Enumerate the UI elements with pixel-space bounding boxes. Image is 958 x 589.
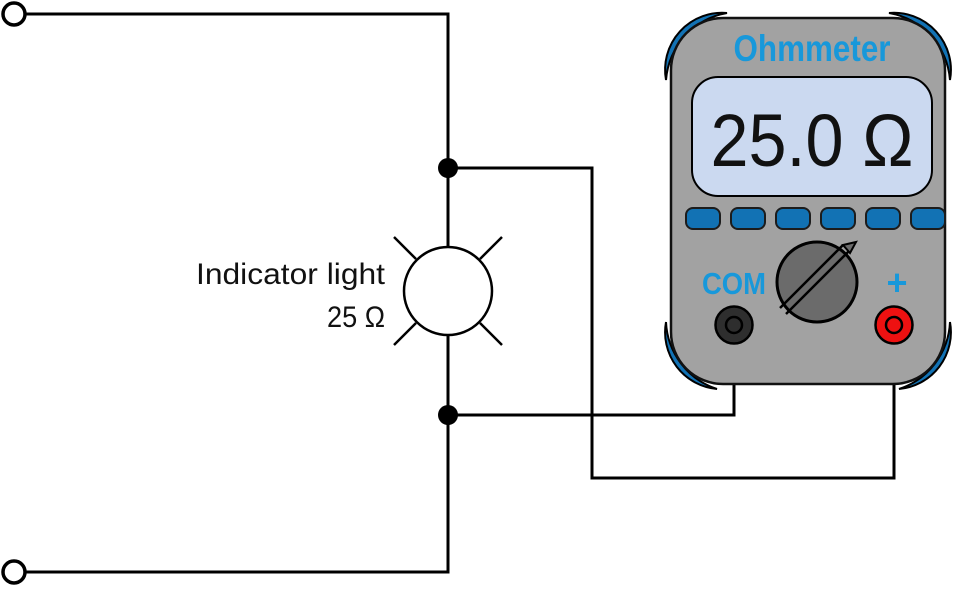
meter-dial-slot-upper	[779, 244, 844, 309]
positive-jack-inner-ring	[884, 315, 904, 335]
lamp-ray-top-right	[479, 236, 503, 260]
lamp-ray-bottom-left	[393, 322, 417, 346]
junction-dot-bottom	[438, 405, 458, 425]
meter-dial-pointer-tip	[841, 240, 858, 255]
lamp-rays	[393, 236, 503, 346]
meter-title: Ohmmeter	[734, 28, 891, 69]
meter-dial-slot-lower	[785, 250, 850, 315]
meter-button-3	[775, 207, 811, 230]
com-label: COM	[702, 266, 766, 301]
meter-button-6	[910, 207, 946, 230]
com-jack-outer	[714, 305, 754, 345]
com-jack-inner-ring	[724, 315, 744, 335]
lamp-ray-bottom-right	[479, 322, 503, 346]
lamp-resistance-label: 25 Ω	[327, 301, 385, 334]
meter-button-5	[865, 207, 901, 230]
lamp-label: Indicator light	[196, 258, 386, 291]
meter-display-value: 25.0 Ω	[711, 99, 914, 182]
ohmmeter: Ohmmeter 25.0 Ω COM +	[664, 11, 952, 390]
meter-display	[691, 76, 933, 197]
wire-top-rail	[24, 12, 450, 247]
meter-terminal-com	[714, 305, 754, 345]
terminal-top-left	[1, 1, 27, 27]
positive-jack-outer	[874, 305, 914, 345]
meter-button-2	[730, 207, 766, 230]
meter-buttons	[685, 207, 946, 230]
plus-label: +	[886, 262, 907, 303]
meter-button-4	[820, 207, 856, 230]
meter-terminal-positive	[874, 305, 914, 345]
wire-bottom-rail	[24, 335, 450, 574]
lamp-circle	[402, 245, 494, 337]
meter-dial	[775, 240, 859, 324]
lamp-symbol	[393, 236, 503, 346]
terminal-bottom-left	[1, 559, 27, 585]
wire-meter-positive	[448, 166, 896, 480]
lamp-ray-top-left	[393, 236, 417, 260]
meter-button-1	[685, 207, 721, 230]
junction-dot-top	[438, 158, 458, 178]
